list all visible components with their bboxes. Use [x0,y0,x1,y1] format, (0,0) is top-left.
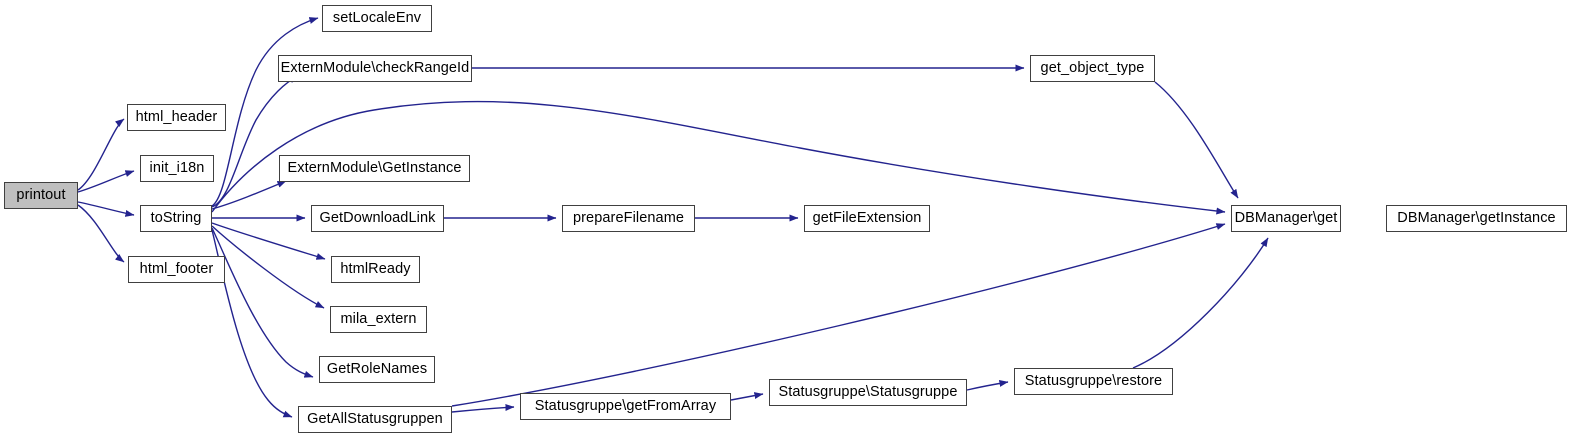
graph-edge-printout-to-toString [77,201,135,217]
graph-node-html_header[interactable]: html_header [127,104,226,131]
graph-node-StatusgruppeCtor[interactable]: Statusgruppe\Statusgruppe [769,379,967,406]
graph-node-label: Statusgruppe\Statusgruppe [778,384,958,401]
graph-node-label: getFileExtension [812,210,922,227]
graph-node-label: GetDownloadLink [319,210,436,227]
graph-edge-GetAllStatusgruppen-to-getFromArray [451,403,515,413]
graph-node-prepareFilename[interactable]: prepareFilename [562,205,695,232]
graph-node-label: ExternModule\checkRangeId [280,60,470,77]
graph-edge-printout-to-init_i18n [77,170,135,193]
graph-node-label: init_i18n [149,160,205,177]
graph-edge-restore-to-DBManagerGet [1132,237,1269,369]
graph-node-label: html_header [135,109,218,126]
graph-node-label: Statusgruppe\restore [1024,373,1163,390]
graph-node-label: htmlReady [340,261,411,278]
graph-edge-toString-to-mila_extern [211,225,325,309]
graph-node-label: get_object_type [1040,60,1145,77]
graph-node-label: DBManager\get [1234,210,1338,227]
graph-node-label: prepareFilename [572,210,685,227]
graph-node-label: GetAllStatusgruppen [307,411,443,428]
graph-node-label: setLocaleEnv [332,10,422,27]
graph-node-GetDownloadLink[interactable]: GetDownloadLink [311,205,444,232]
graph-node-GetInstance[interactable]: ExternModule\GetInstance [279,155,470,182]
graph-edge-printout-to-html_footer [77,204,125,263]
graph-node-label: toString [150,210,202,227]
graph-node-DBManagerGetInstance[interactable]: DBManager\getInstance [1386,205,1567,232]
graph-node-label: ExternModule\GetInstance [287,160,462,177]
graph-node-html_footer[interactable]: html_footer [128,256,225,283]
graph-node-GetRoleNames[interactable]: GetRoleNames [319,356,435,383]
graph-node-label: Statusgruppe\getFromArray [534,398,717,415]
graph-node-htmlReady[interactable]: htmlReady [331,256,420,283]
graph-node-mila_extern[interactable]: mila_extern [330,306,427,333]
graph-edge-toString-to-GetInstance [211,180,287,210]
graph-node-label: GetRoleNames [326,361,428,378]
graph-edge-toString-to-htmlReady [211,222,326,260]
graph-node-DBManagerGet[interactable]: DBManager\get [1231,205,1341,232]
graph-node-label: printout [16,187,66,204]
graph-edge-getFromArray-to-StatusgruppeCtor [730,392,764,401]
graph-node-get_object_type[interactable]: get_object_type [1030,55,1155,82]
graph-edge-toString-to-GetRoleNames [211,227,314,378]
graph-edge-toString-to-checkRangeId [211,75,299,208]
graph-node-toString[interactable]: toString [140,205,212,232]
graph-edge-get_object_type-to-DBManagerGet [1154,81,1239,199]
graph-node-printout[interactable]: printout [4,182,78,209]
graph-node-setLocaleEnv[interactable]: setLocaleEnv [322,5,432,32]
graph-node-getFromArray[interactable]: Statusgruppe\getFromArray [520,393,731,420]
graph-node-restore[interactable]: Statusgruppe\restore [1014,368,1173,395]
graph-node-GetAllStatusgruppen[interactable]: GetAllStatusgruppen [298,406,452,433]
graph-edge-StatusgruppeCtor-to-restore [966,379,1009,391]
graph-edge-printout-to-html_header [77,118,125,191]
graph-node-label: mila_extern [340,311,417,328]
graph-node-getFileExtension[interactable]: getFileExtension [804,205,930,232]
graph-node-label: html_footer [139,261,214,278]
graph-node-label: DBManager\getInstance [1397,210,1556,227]
graph-node-init_i18n[interactable]: init_i18n [140,155,214,182]
graph-node-checkRangeId[interactable]: ExternModule\checkRangeId [278,55,472,82]
